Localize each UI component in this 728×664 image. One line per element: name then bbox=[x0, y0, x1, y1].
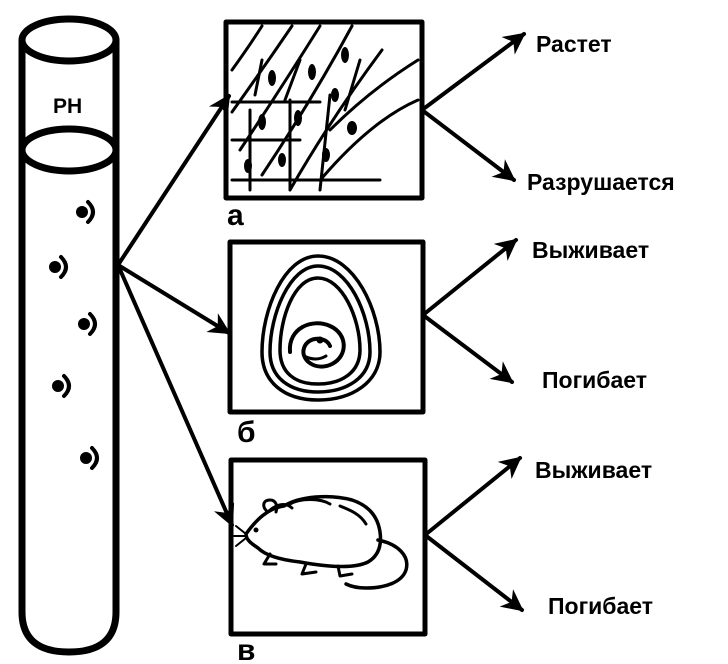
arrow-to-panel-a bbox=[116, 94, 231, 267]
test-tube: PH bbox=[18, 15, 120, 656]
outcome-survives-b: Выживает bbox=[532, 237, 649, 263]
mouse-illustration bbox=[233, 494, 409, 590]
outcome-grows: Растет bbox=[536, 31, 612, 57]
particle bbox=[52, 374, 71, 398]
particle bbox=[78, 312, 97, 336]
outcome-dies-b: Погибает bbox=[542, 367, 647, 393]
particle bbox=[49, 255, 68, 279]
tube-label: PH bbox=[53, 95, 82, 118]
outcome-destroyed: Разрушается bbox=[527, 169, 675, 195]
outcome-dies-c: Погибает bbox=[548, 593, 653, 619]
outcome-survives-c: Выживает bbox=[535, 457, 652, 483]
particle bbox=[76, 200, 95, 224]
arrow-to-panel-c bbox=[116, 263, 235, 528]
particle bbox=[80, 446, 99, 470]
particles bbox=[49, 200, 99, 470]
tube-arrows bbox=[116, 94, 235, 528]
tissue-cells-illustration bbox=[230, 24, 420, 192]
egg-illustration bbox=[260, 254, 382, 402]
panel-a: а Растет Разрушается bbox=[223, 19, 675, 232]
panel-b-letter: б bbox=[237, 416, 256, 449]
arrow-to-panel-b bbox=[116, 263, 231, 335]
panel-a-letter: а bbox=[227, 199, 244, 232]
panel-b: б Выживает Погибает bbox=[227, 237, 649, 449]
panel-c-letter: в bbox=[237, 634, 255, 664]
liquid-surface bbox=[18, 125, 120, 175]
panel-c: в Выживает Погибает bbox=[228, 456, 653, 664]
